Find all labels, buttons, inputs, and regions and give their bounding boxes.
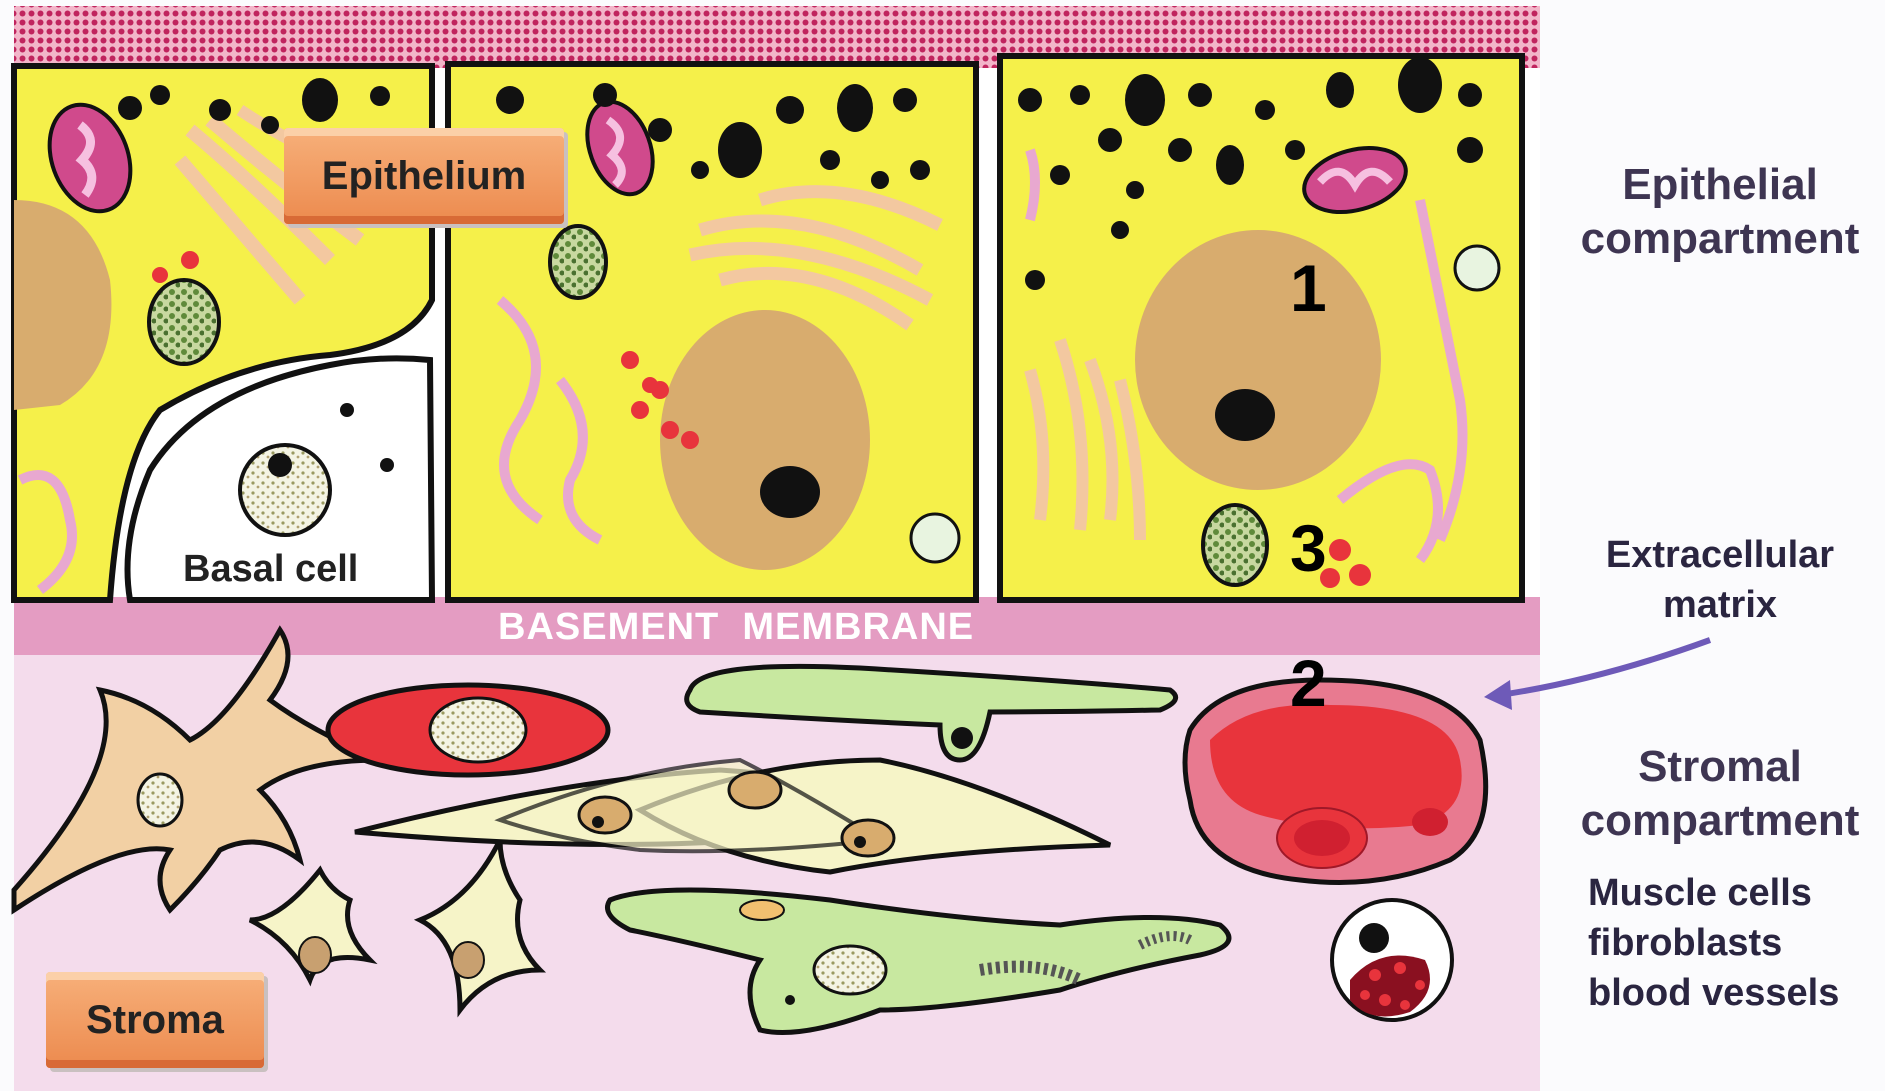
label-number-1: 1 — [1290, 250, 1327, 326]
epithelial-line1: Epithelial — [1560, 158, 1880, 212]
nucleolus — [1215, 389, 1275, 441]
stromal-line2: compartment — [1560, 794, 1880, 848]
secretory-granule — [149, 280, 219, 364]
nucleus — [1135, 230, 1381, 490]
list-line2: fibroblasts — [1588, 918, 1839, 968]
label-number-3: 3 — [1290, 510, 1327, 586]
basement-membrane-label: BASEMENT MEMBRANE — [498, 606, 974, 649]
basal-cell-label: Basal cell — [183, 548, 358, 591]
extracellular-matrix-label: Extracellular matrix — [1560, 530, 1880, 630]
stromal-compartment-label: Stromal compartment — [1560, 740, 1880, 848]
ecm-line1: Extracellular — [1560, 530, 1880, 580]
secretory-granule — [550, 226, 606, 298]
stroma-text: Stroma — [86, 998, 224, 1043]
stromal-line1: Stromal — [1560, 740, 1880, 794]
label-number-2: 2 — [1290, 645, 1327, 721]
stroma-label: Stroma — [46, 972, 264, 1068]
nucleolus — [760, 466, 820, 518]
epithelial-compartment-label: Epithelial compartment — [1560, 158, 1880, 266]
ecm-line2: matrix — [1560, 580, 1880, 630]
epithelial-line2: compartment — [1560, 212, 1880, 266]
epithelium-label: Epithelium — [284, 128, 564, 224]
list-line1: Muscle cells — [1588, 868, 1839, 918]
epithelium-text: Epithelium — [322, 154, 526, 199]
list-line3: blood vessels — [1588, 968, 1839, 1018]
secretory-granule — [1203, 505, 1267, 585]
stromal-components-list: Muscle cells fibroblasts blood vessels — [1588, 868, 1839, 1018]
